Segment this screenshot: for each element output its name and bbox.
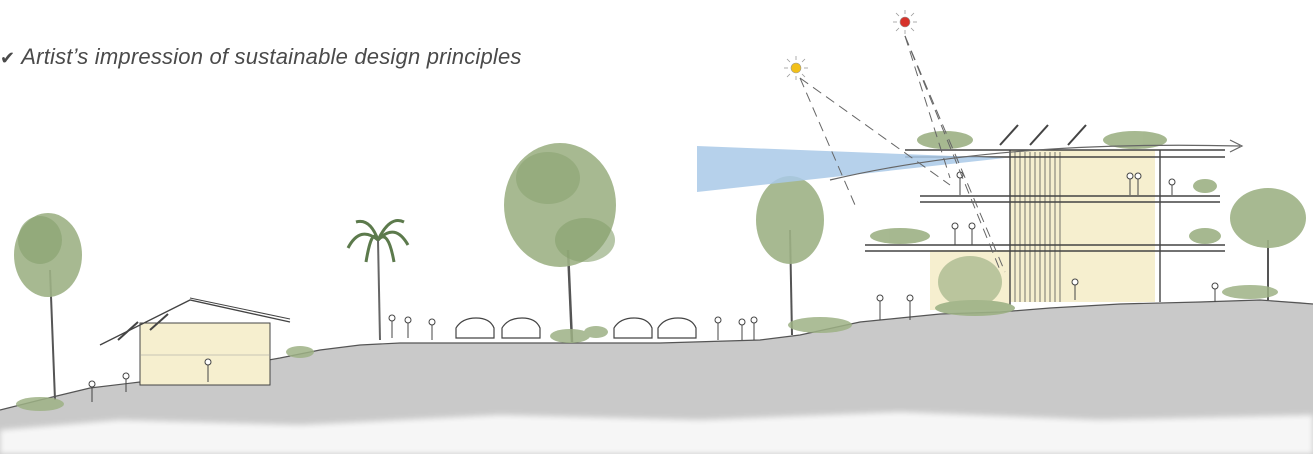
check-mark-icon: ✔ — [0, 48, 16, 68]
sun-icon — [784, 56, 808, 80]
breeze-icon — [697, 146, 1005, 192]
person-icon — [88, 282, 1219, 402]
shrub-icon — [16, 285, 1278, 411]
solar-panel-icon — [999, 124, 1087, 146]
building-right — [865, 124, 1225, 316]
tree-icon — [756, 176, 824, 336]
ground-fade — [0, 412, 1313, 454]
house-left — [99, 297, 291, 386]
sun-icon — [893, 10, 917, 34]
caption: ✔Artist’s impression of sustainable desi… — [0, 44, 522, 70]
car-icon — [455, 317, 697, 339]
palm-tree-icon — [346, 219, 410, 341]
tree-icon — [504, 143, 616, 343]
light-ray-icon — [799, 35, 1006, 273]
tree-icon — [1230, 188, 1306, 300]
breeze-arrow — [829, 144, 1241, 181]
tree-icon — [14, 213, 82, 401]
solar-panel-icon — [117, 313, 169, 341]
caption-text: Artist’s impression of sustainable desig… — [21, 44, 522, 69]
